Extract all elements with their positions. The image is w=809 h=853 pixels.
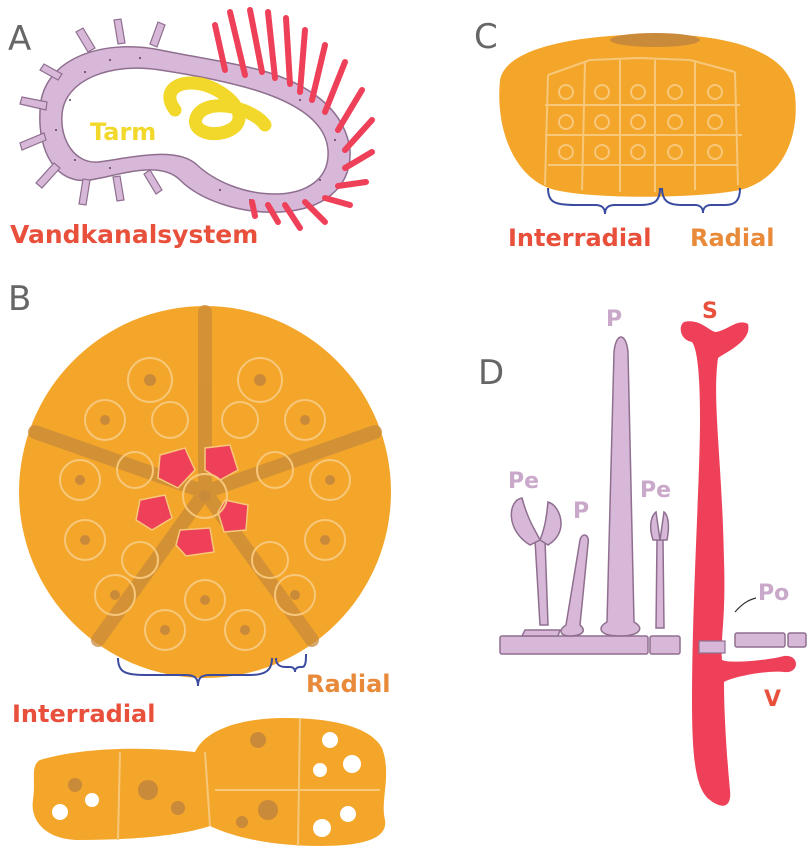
panel-b: B [8,279,391,846]
panel-b-letter: B [8,279,31,319]
spine-tall [601,337,640,636]
mouth [199,490,211,502]
panel-c-letter: C [474,17,498,57]
pedicellaria-right [651,512,669,628]
label-interradial-c: Interradial [508,224,651,252]
label-v: V [764,687,781,712]
panel-d-letter: D [478,353,504,393]
label-interradial-b: Interradial [12,700,155,728]
label-s: S [702,299,718,324]
label-vandkanalsystem: Vandkanalsystem [10,220,258,249]
label-po: Po [758,581,789,606]
label-p-tall: P [606,307,622,332]
label-tarm: Tarm [90,118,156,146]
spine-short [561,535,588,636]
label-p-short: P [573,499,589,524]
panel-d: D P S Pe P [478,299,806,806]
panel-a-letter: A [8,19,31,59]
tube-foot-s [681,321,796,805]
pedicellaria-left [511,498,561,636]
pore [699,641,725,653]
label-pe-right: Pe [640,478,671,503]
panel-a: A [8,10,372,249]
panel-c: C Interradial Radial [474,17,796,252]
top-cap [610,33,700,47]
label-radial-c: Radial [690,224,775,252]
po-leader [735,598,756,612]
label-pe-left: Pe [508,469,539,494]
label-radial-b: Radial [306,670,391,698]
